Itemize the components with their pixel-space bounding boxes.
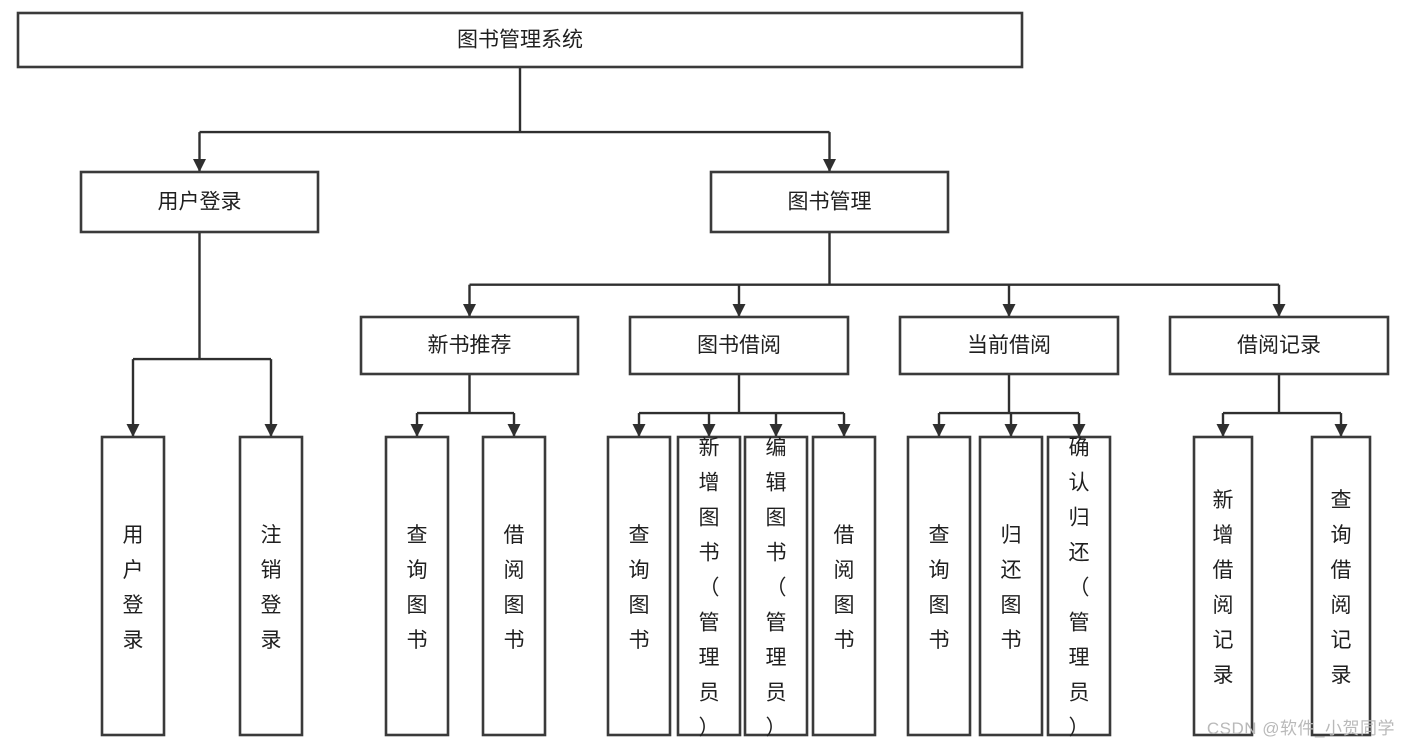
node-box <box>606 435 672 737</box>
node-leaf-confirm-return[interactable]: 确认归还（管理员） <box>1046 435 1112 740</box>
arrow-head-icon <box>410 424 424 437</box>
node-leaf-add-record[interactable]: 新增借阅记录 <box>1192 435 1254 737</box>
arrow-head-icon <box>732 304 746 317</box>
node-leaf-borrow-book-rec[interactable]: 借阅图书 <box>481 435 547 737</box>
arrow-head-icon <box>1216 424 1230 437</box>
node-book-manage[interactable]: 图书管理 <box>709 170 950 234</box>
node-box <box>1046 435 1112 737</box>
node-label: 图书管理系统 <box>457 29 583 52</box>
node-label: 新增图书（管理员） <box>699 437 720 740</box>
node-leaf-logout[interactable]: 注销登录 <box>238 435 304 737</box>
arrow-head-icon <box>932 424 946 437</box>
node-label: 归还图书 <box>1001 524 1022 652</box>
node-label: 借阅图书 <box>834 524 855 652</box>
node-leaf-edit-book[interactable]: 编辑图书（管理员） <box>743 435 809 740</box>
node-label: 查询图书 <box>929 524 950 652</box>
node-box <box>359 315 580 376</box>
node-label: 查询图书 <box>407 524 428 652</box>
node-box <box>676 435 742 737</box>
connector-layer <box>126 67 1348 437</box>
node-box <box>384 435 450 737</box>
arrow-head-icon <box>126 424 140 437</box>
node-box <box>906 435 972 737</box>
node-label: 当前借阅 <box>967 334 1051 357</box>
edge-group-borrow-record <box>1216 374 1348 437</box>
arrow-head-icon <box>1334 424 1348 437</box>
node-label: 新书推荐 <box>428 334 512 357</box>
arrow-head-icon <box>769 424 783 437</box>
node-leaf-user-login[interactable]: 用户登录 <box>100 435 166 737</box>
arrow-head-icon <box>1002 304 1016 317</box>
node-box <box>1192 435 1254 737</box>
node-new-book-rec[interactable]: 新书推荐 <box>359 315 580 376</box>
node-current-borrow[interactable]: 当前借阅 <box>898 315 1120 376</box>
node-box <box>100 435 166 737</box>
node-label: 新增借阅记录 <box>1213 489 1234 687</box>
node-label: 编辑图书（管理员） <box>766 437 787 740</box>
node-box <box>811 435 877 737</box>
node-box <box>1310 435 1372 737</box>
node-label: 查询图书 <box>629 524 650 652</box>
arrow-head-icon <box>632 424 646 437</box>
edge-group-book-borrow <box>632 374 851 437</box>
arrow-head-icon <box>702 424 716 437</box>
node-leaf-add-book[interactable]: 新增图书（管理员） <box>676 435 742 740</box>
node-label: 图书借阅 <box>697 334 781 357</box>
arrow-head-icon <box>463 304 476 317</box>
node-box <box>743 435 809 737</box>
node-box <box>1168 315 1390 376</box>
node-leaf-borrow-book[interactable]: 借阅图书 <box>811 435 877 737</box>
arrow-head-icon <box>264 424 278 437</box>
node-user-login[interactable]: 用户登录 <box>79 170 320 234</box>
node-borrow-record[interactable]: 借阅记录 <box>1168 315 1390 376</box>
arrow-head-icon <box>1072 424 1086 437</box>
edge-group-root <box>193 67 836 172</box>
node-box <box>16 11 1024 69</box>
arrow-head-icon <box>193 159 206 172</box>
node-label: 图书管理 <box>788 191 872 214</box>
node-leaf-query-book-rec[interactable]: 查询图书 <box>384 435 450 737</box>
node-leaf-return-book[interactable]: 归还图书 <box>978 435 1044 737</box>
edge-group-book-manage <box>463 232 1286 317</box>
node-box <box>628 315 850 376</box>
node-box <box>79 170 320 234</box>
node-leaf-query-book[interactable]: 查询图书 <box>606 435 672 737</box>
node-label: 用户登录 <box>123 524 144 652</box>
node-label: 注销登录 <box>261 524 282 652</box>
arrow-head-icon <box>507 424 521 437</box>
arrow-head-icon <box>1004 424 1018 437</box>
node-label: 借阅记录 <box>1237 334 1321 357</box>
node-leaf-query-record[interactable]: 查询借阅记录 <box>1310 435 1372 737</box>
node-label: 确认归还（管理员） <box>1069 437 1090 740</box>
node-book-borrow[interactable]: 图书借阅 <box>628 315 850 376</box>
node-box <box>481 435 547 737</box>
edge-group-new-book-rec <box>410 374 521 437</box>
node-root[interactable]: 图书管理系统 <box>16 11 1024 69</box>
node-box <box>238 435 304 737</box>
node-label: 用户登录 <box>158 191 242 214</box>
node-leaf-query-book-cur[interactable]: 查询图书 <box>906 435 972 737</box>
node-label: 查询借阅记录 <box>1331 489 1352 687</box>
node-label: 借阅图书 <box>504 524 525 652</box>
edge-group-user-login <box>126 232 278 437</box>
arrow-head-icon <box>823 159 836 172</box>
node-box <box>978 435 1044 737</box>
arrow-head-icon <box>837 424 851 437</box>
node-box <box>709 170 950 234</box>
node-layer: 图书管理系统用户登录图书管理新书推荐图书借阅当前借阅借阅记录用户登录注销登录查询… <box>16 11 1390 740</box>
node-box <box>898 315 1120 376</box>
edge-group-current-borrow <box>932 374 1086 437</box>
arrow-head-icon <box>1272 304 1286 317</box>
